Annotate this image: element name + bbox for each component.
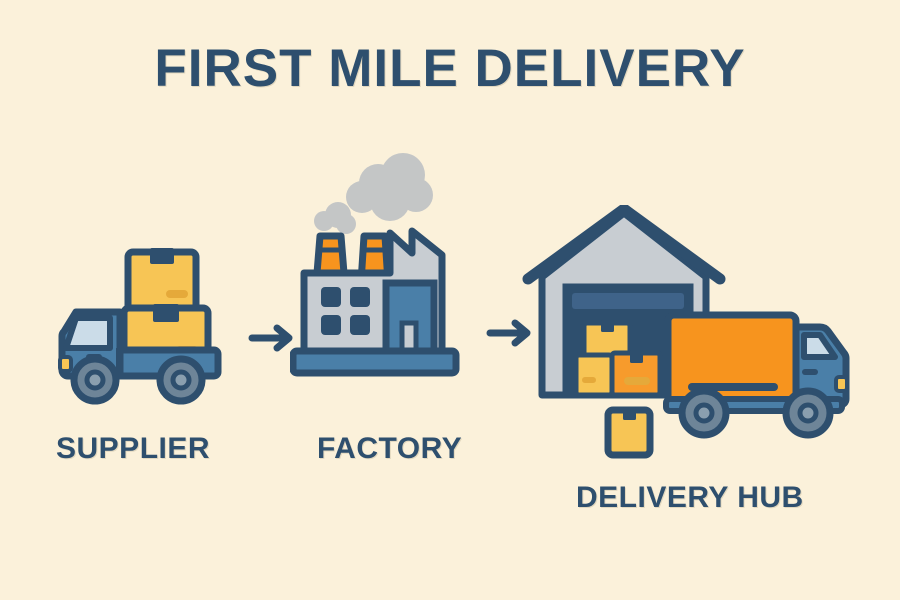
stage-label-delivery-hub: DELIVERY HUB <box>576 481 804 514</box>
factory-windows <box>321 287 370 335</box>
door-handle-icon <box>802 369 818 375</box>
headlight-icon <box>58 355 73 373</box>
stage-label-factory: FACTORY <box>317 432 463 465</box>
truck-wheel-rear <box>678 387 730 439</box>
box-upper-icon <box>124 248 200 316</box>
warehouse-roof <box>522 205 726 285</box>
factory-base <box>290 347 460 377</box>
page-title: FIRST MILE DELIVERY <box>154 39 746 98</box>
factory-illustration <box>290 153 460 377</box>
factory-door <box>382 279 438 357</box>
factory-window-1 <box>321 287 341 307</box>
truck-wheel-front <box>70 355 120 405</box>
warehouse-box-left <box>573 352 615 398</box>
stage-label-supplier: SUPPLIER <box>56 432 211 465</box>
warehouse-with-box-truck-icon <box>522 205 850 459</box>
ground-box-icon <box>604 406 654 459</box>
arrow-right-icon-1 <box>248 324 293 352</box>
box-truck-icon <box>663 311 850 439</box>
supplier-illustration <box>58 248 222 405</box>
factory-with-smokestacks-icon <box>290 153 460 377</box>
delivery-hub-illustration <box>522 205 850 459</box>
arrow-right-icon-2 <box>486 319 531 347</box>
truck-wheel-rear <box>156 355 206 405</box>
truck-cargo-body <box>664 311 800 409</box>
factory-window-4 <box>350 315 370 335</box>
truck-wheel-front <box>782 387 834 439</box>
headlight-icon <box>834 375 849 393</box>
warehouse-door-header <box>572 293 684 309</box>
delivery-truck-with-boxes-icon <box>58 248 222 405</box>
cab-window <box>63 315 113 351</box>
factory-window-2 <box>350 287 370 307</box>
cab-window <box>801 332 838 360</box>
warehouse-box-front <box>609 350 663 398</box>
smoke-cloud-large <box>346 153 433 221</box>
factory-window-3 <box>321 315 341 335</box>
smoke-cloud-small <box>314 202 356 234</box>
